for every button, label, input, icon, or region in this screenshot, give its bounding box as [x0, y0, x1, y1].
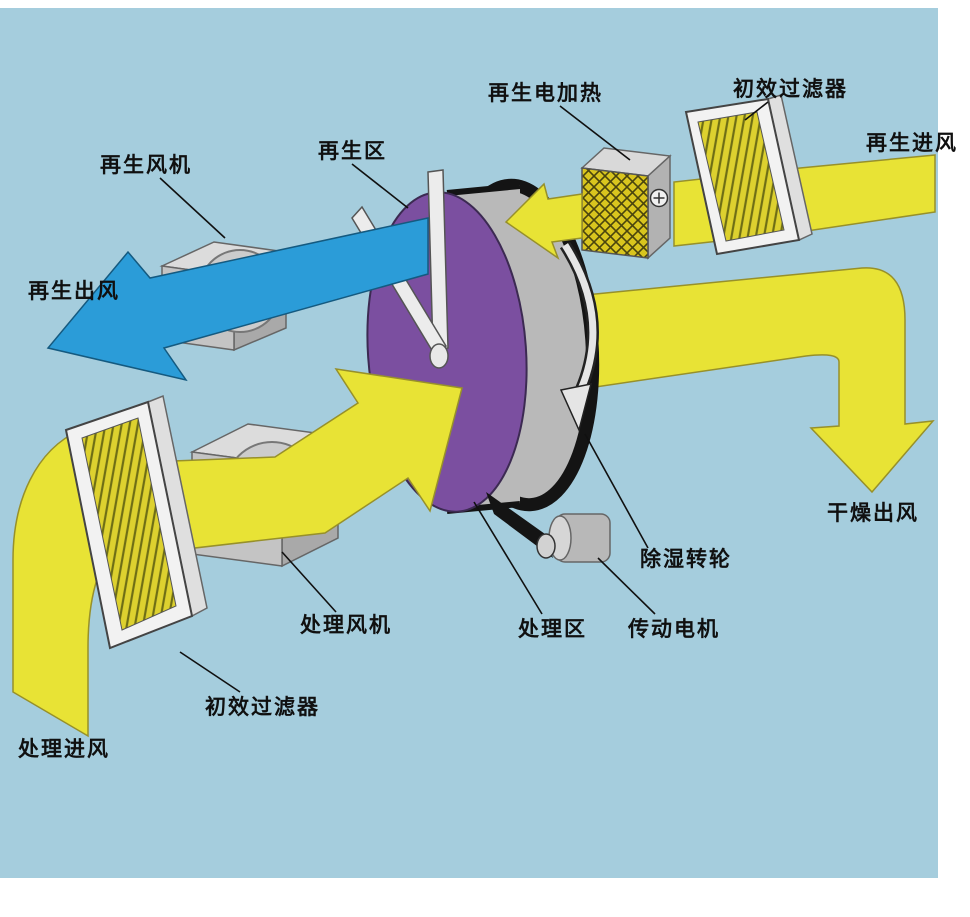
label-filter-bottom: 初效过滤器 — [205, 695, 320, 719]
leader-line-filter-bottom — [179, 651, 241, 693]
wheel-hub — [429, 343, 449, 369]
label-filter-top: 初效过滤器 — [733, 77, 848, 101]
regeneration-inlet-arrow — [504, 182, 583, 260]
label-wheel: 除湿转轮 — [640, 547, 732, 571]
label-process-fan: 处理风机 — [299, 613, 392, 637]
leader-line-process-zone — [473, 501, 543, 615]
primary-filter-bottom — [64, 394, 208, 650]
leader-line-filter-top — [744, 101, 769, 121]
regeneration-outlet-arrow — [46, 217, 429, 382]
label-regen-outlet: 再生出风 — [28, 279, 120, 303]
label-process-zone: 处理区 — [517, 618, 587, 641]
label-process-inlet: 处理进风 — [17, 738, 110, 761]
drive-motor — [536, 513, 611, 563]
dry-outlet-arrow — [574, 267, 935, 494]
label-regen-zone: 再生区 — [318, 139, 387, 163]
regeneration-heater — [580, 147, 672, 260]
label-regen-fan: 再生风机 — [100, 153, 192, 177]
wheel-rotation-arrow — [559, 241, 599, 433]
drive-belt — [486, 492, 553, 558]
label-dry-outlet: 干燥出风 — [827, 502, 919, 525]
leader-line-regen-heater — [559, 105, 631, 161]
primary-filter-top — [684, 94, 813, 256]
heater-terminal-icon — [649, 188, 669, 208]
motor-pulley — [536, 533, 556, 559]
label-regen-heater: 再生电加热 — [488, 81, 603, 105]
regeneration-sector-bar-vertical — [427, 169, 449, 351]
leader-line-wheel — [584, 433, 649, 549]
leader-line-drive-motor — [597, 557, 656, 615]
label-regen-inlet: 再生进风 — [866, 131, 958, 155]
label-drive-motor: 传动电机 — [627, 617, 720, 641]
leader-line-regen-fan — [159, 177, 226, 239]
leader-line-process-fan — [281, 551, 337, 613]
process-air-arrow — [147, 368, 463, 553]
leader-line-regen-zone — [351, 163, 409, 209]
